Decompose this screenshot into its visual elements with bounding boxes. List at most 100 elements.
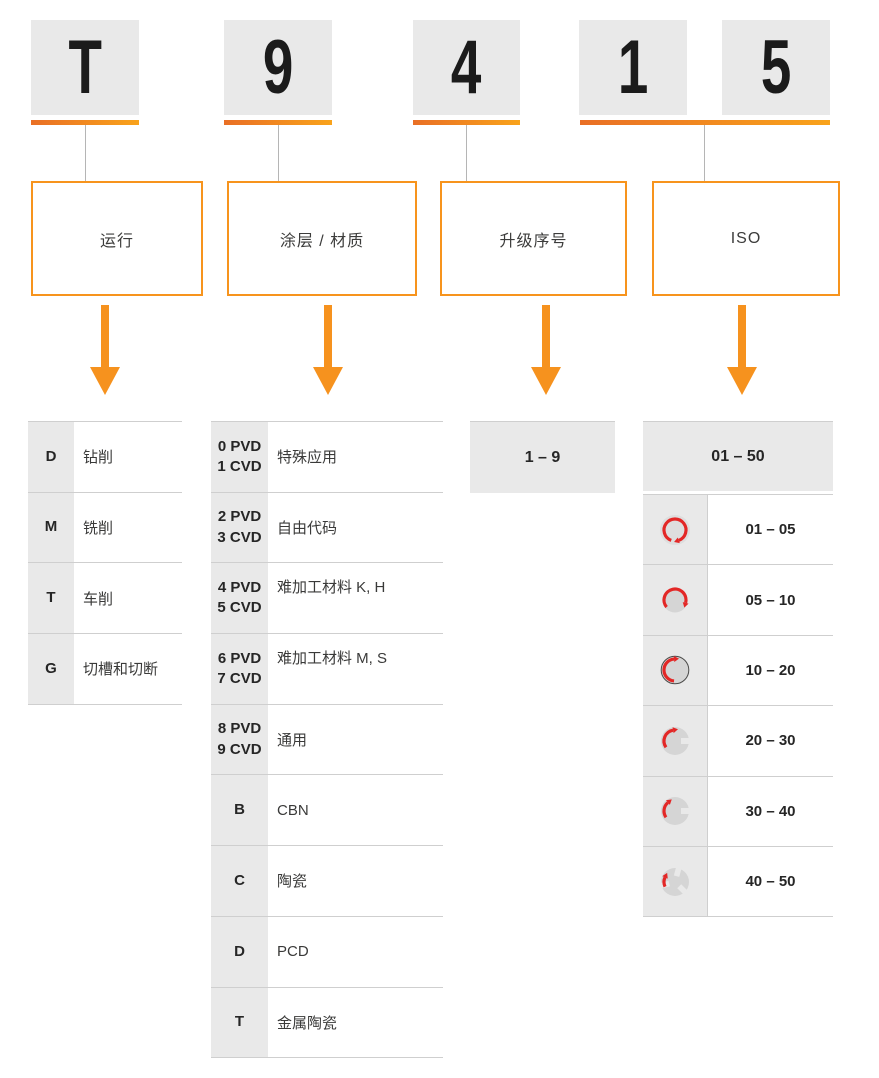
rotation-minimal-pinwheel-icon bbox=[657, 863, 691, 898]
connector-line-4 bbox=[704, 125, 705, 181]
row-value: 自由代码 bbox=[277, 520, 338, 538]
row-value: 40 – 50 bbox=[745, 873, 796, 891]
row-value: 铣削 bbox=[83, 520, 114, 538]
iso-header-value: 01 – 50 bbox=[711, 447, 765, 465]
code-letter-5: 5 bbox=[760, 25, 792, 110]
row-value: 钻削 bbox=[83, 449, 114, 467]
row-value: 10 – 20 bbox=[745, 661, 796, 679]
letter-underline-1 bbox=[31, 120, 139, 125]
upgrade-range-value: 1 – 9 bbox=[524, 448, 561, 466]
row-key: 6 PVD 7 CVD bbox=[211, 634, 270, 704]
letter-underline-4-5 bbox=[580, 120, 830, 125]
rotation-half-outlined-icon bbox=[660, 656, 690, 685]
table-row: 20 – 30 bbox=[643, 705, 833, 776]
code-letter-4: 1 bbox=[617, 25, 649, 110]
code-letter-box-1: T bbox=[31, 20, 139, 115]
connector-line-2 bbox=[278, 125, 279, 181]
row-value: 切槽和切断 bbox=[83, 661, 159, 679]
table-row: 30 – 40 bbox=[643, 775, 833, 846]
rotation-three-quarter-icon bbox=[662, 587, 689, 613]
code-letter-box-4: 1 bbox=[579, 20, 687, 115]
table-row: 0 PVD 1 CVD 特殊应用 bbox=[211, 421, 443, 492]
icon-cell bbox=[643, 565, 708, 635]
table-row: T 车削 bbox=[28, 562, 182, 634]
connector-line-3 bbox=[466, 125, 467, 181]
connector-line-1 bbox=[85, 125, 86, 181]
table-row: D PCD bbox=[211, 915, 443, 987]
iso-header-box: 01 – 50 bbox=[643, 421, 833, 491]
row-key: G bbox=[28, 634, 76, 704]
row-value: 通用 bbox=[277, 732, 308, 750]
category-label: 升级序号 bbox=[499, 232, 568, 250]
code-letter-3: 4 bbox=[451, 25, 482, 110]
iso-table: 01 – 05 05 – 10 10 – 20 bbox=[643, 494, 833, 918]
row-value: 车削 bbox=[83, 590, 114, 608]
row-value: 难加工材料 K, H bbox=[277, 579, 386, 597]
table-row: 05 – 10 bbox=[643, 564, 833, 635]
table-row: G 切槽和切断 bbox=[28, 633, 182, 704]
letter-underline-2 bbox=[224, 120, 332, 125]
table-row: 01 – 05 bbox=[643, 494, 833, 565]
icon-cell bbox=[643, 776, 708, 846]
row-key: T bbox=[28, 563, 76, 634]
row-key: 4 PVD 5 CVD bbox=[211, 563, 270, 634]
row-value: 陶瓷 bbox=[277, 873, 308, 891]
table-row: 6 PVD 7 CVD 难加工材料 M, S bbox=[211, 633, 443, 704]
down-arrow-icon bbox=[90, 305, 120, 395]
category-label: 运行 bbox=[99, 232, 134, 250]
row-value: CBN bbox=[277, 801, 309, 819]
row-key: B bbox=[211, 775, 270, 846]
row-key: 2 PVD 3 CVD bbox=[211, 492, 270, 563]
code-letter-box-3: 4 bbox=[413, 20, 520, 115]
icon-cell bbox=[643, 846, 708, 917]
rotation-quarter-notched-icon bbox=[661, 726, 693, 755]
code-letter-box-2: 9 bbox=[224, 20, 332, 115]
icon-cell bbox=[643, 635, 708, 706]
table-row: 2 PVD 3 CVD 自由代码 bbox=[211, 491, 443, 563]
table-row: 40 – 50 bbox=[643, 845, 833, 917]
icon-cell bbox=[643, 495, 708, 565]
down-arrow-icon bbox=[727, 305, 757, 395]
category-label: 涂层 / 材质 bbox=[279, 232, 365, 250]
coating-material-table: 0 PVD 1 CVD 特殊应用 2 PVD 3 CVD 自由代码 4 PVD 5 … bbox=[211, 421, 443, 1059]
row-value: 05 – 10 bbox=[745, 591, 796, 609]
code-letter-1: T bbox=[68, 25, 102, 110]
row-value: PCD bbox=[277, 943, 309, 961]
row-value: 特殊应用 bbox=[277, 449, 338, 467]
category-box-operation: 运行 bbox=[31, 181, 203, 296]
icon-cell bbox=[643, 706, 708, 776]
category-box-upgrade: 升级序号 bbox=[440, 181, 627, 296]
row-key: C bbox=[211, 846, 270, 916]
table-row: B CBN bbox=[211, 774, 443, 846]
row-key: D bbox=[211, 916, 270, 987]
category-box-coating: 涂层 / 材质 bbox=[227, 181, 417, 296]
table-row: C 陶瓷 bbox=[211, 845, 443, 916]
table-row: 4 PVD 5 CVD 难加工材料 K, H bbox=[211, 562, 443, 634]
row-value: 20 – 30 bbox=[745, 732, 796, 750]
down-arrow-icon bbox=[531, 305, 561, 395]
row-key: 8 PVD 9 CVD bbox=[211, 704, 270, 775]
row-value: 难加工材料 M, S bbox=[277, 650, 388, 668]
category-label: ISO bbox=[730, 229, 762, 247]
row-key: M bbox=[28, 492, 76, 563]
rotation-full-circle-icon bbox=[660, 514, 690, 545]
row-value: 01 – 05 bbox=[745, 521, 796, 539]
row-value: 金属陶瓷 bbox=[277, 1014, 338, 1032]
upgrade-range-box: 1 – 9 bbox=[470, 421, 615, 493]
rotation-eighth-notched-icon bbox=[661, 797, 693, 826]
row-value: 30 – 40 bbox=[745, 802, 796, 820]
down-arrow-icon bbox=[313, 305, 343, 395]
table-row: 8 PVD 9 CVD 通用 bbox=[211, 703, 443, 775]
table-row: 10 – 20 bbox=[643, 634, 833, 706]
code-letter-box-5: 5 bbox=[722, 20, 830, 115]
table-row: M 铣削 bbox=[28, 491, 182, 563]
code-letter-2: 9 bbox=[262, 25, 294, 110]
category-box-iso: ISO bbox=[652, 181, 840, 296]
letter-underline-3 bbox=[413, 120, 520, 125]
row-key: 0 PVD 1 CVD bbox=[211, 422, 270, 492]
row-key: T bbox=[211, 987, 270, 1058]
table-row: T 金属陶瓷 bbox=[211, 986, 443, 1058]
